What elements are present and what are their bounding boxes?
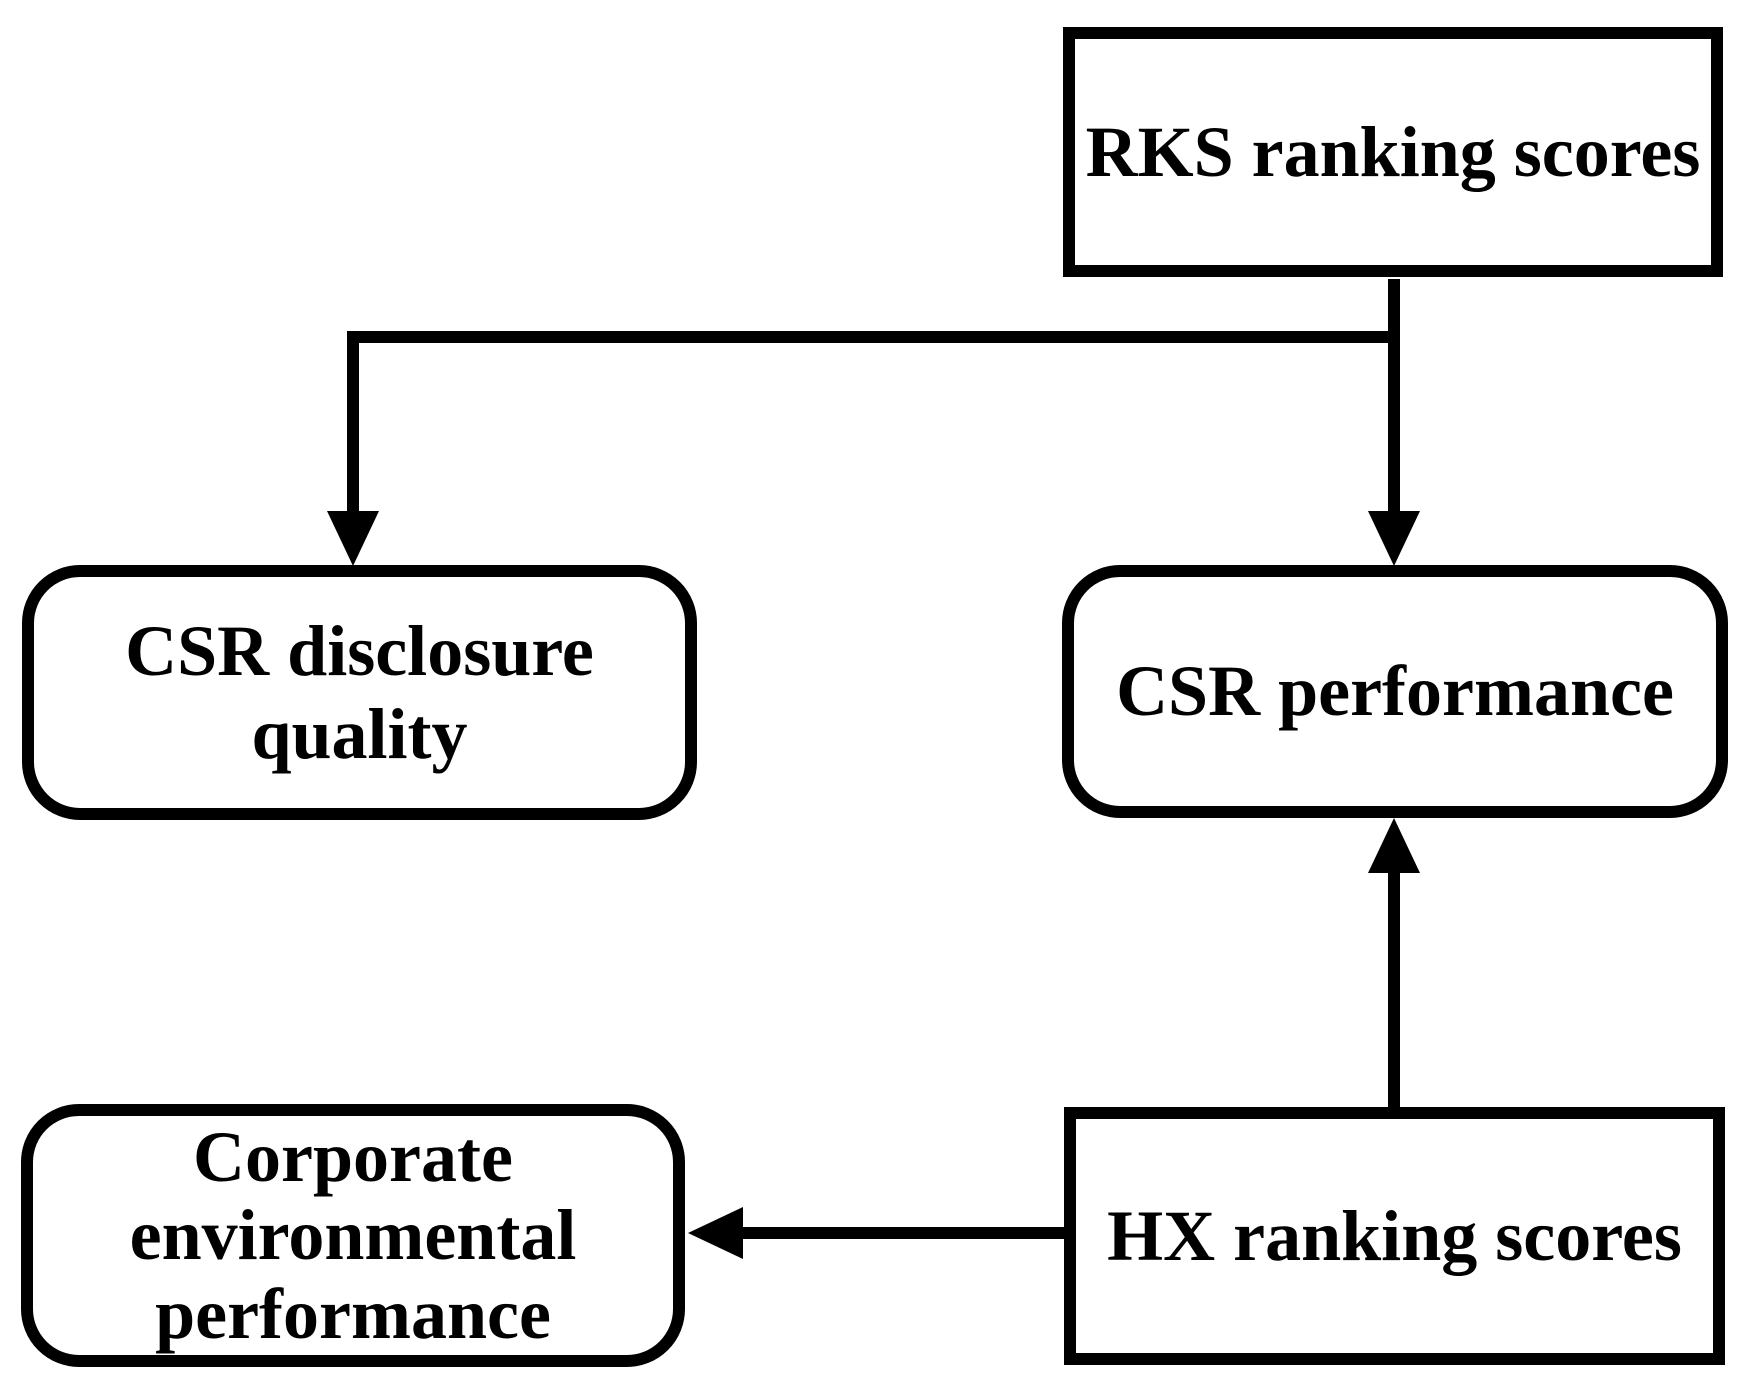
node-csr-performance: CSR performance [1062, 565, 1728, 818]
node-rks-ranking-scores: RKS ranking scores [1063, 27, 1723, 277]
node-corporate-environmental-performance-label: Corporate environmental performance [129, 1116, 577, 1354]
node-corporate-environmental-performance: Corporate environmental performance [21, 1104, 685, 1367]
node-csr-disclosure-quality: CSR disclosure quality [22, 565, 697, 820]
arrowhead-left-icon [688, 1207, 743, 1259]
edge-hx-to-corporate-environmental [688, 1207, 1066, 1259]
edge-hx-to-csr-performance [1368, 818, 1420, 1107]
node-csr-performance-label: CSR performance [1116, 651, 1674, 732]
edge-rks-to-csr-disclosure [327, 331, 1394, 566]
node-rks-label: RKS ranking scores [1085, 111, 1701, 192]
arrowhead-down-icon [1368, 511, 1420, 566]
edge-rks-to-csr-performance [1368, 279, 1420, 566]
arrowhead-down-icon [327, 511, 379, 566]
node-hx-ranking-scores: HX ranking scores [1064, 1107, 1725, 1365]
node-hx-ranking-scores-label: HX ranking scores [1107, 1195, 1682, 1276]
arrowhead-up-icon [1368, 818, 1420, 873]
node-csr-disclosure-quality-label: CSR disclosure quality [125, 611, 594, 774]
